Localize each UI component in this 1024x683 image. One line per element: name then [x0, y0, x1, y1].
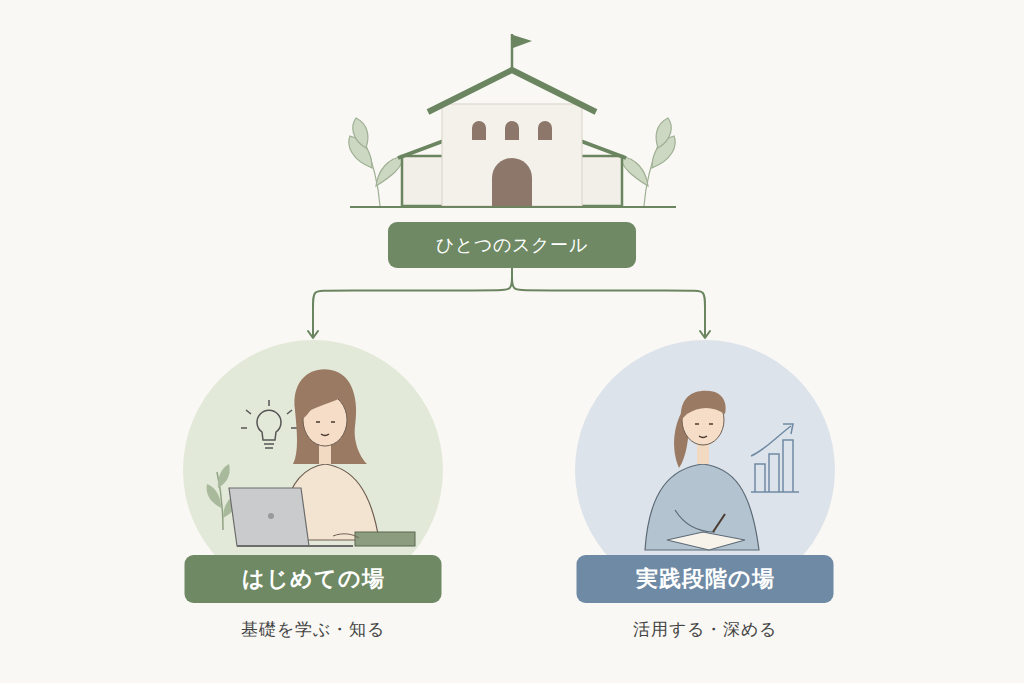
branch-arrow: [512, 268, 705, 338]
stage-caption: 活用する・深める: [535, 618, 875, 641]
stage-caption: 基礎を学ぶ・知る: [143, 618, 483, 641]
school-label: ひとつのスクール: [388, 222, 636, 268]
stage-panel: はじめての場基礎を学ぶ・知る: [183, 340, 443, 650]
branch-arrow: [313, 268, 512, 338]
stage-label: 実践段階の場: [577, 555, 834, 603]
label-text: ひとつのスクール: [436, 233, 588, 257]
stage-label: はじめての場: [185, 555, 442, 603]
stage-panel: 実践段階の場活用する・深める: [575, 340, 835, 650]
